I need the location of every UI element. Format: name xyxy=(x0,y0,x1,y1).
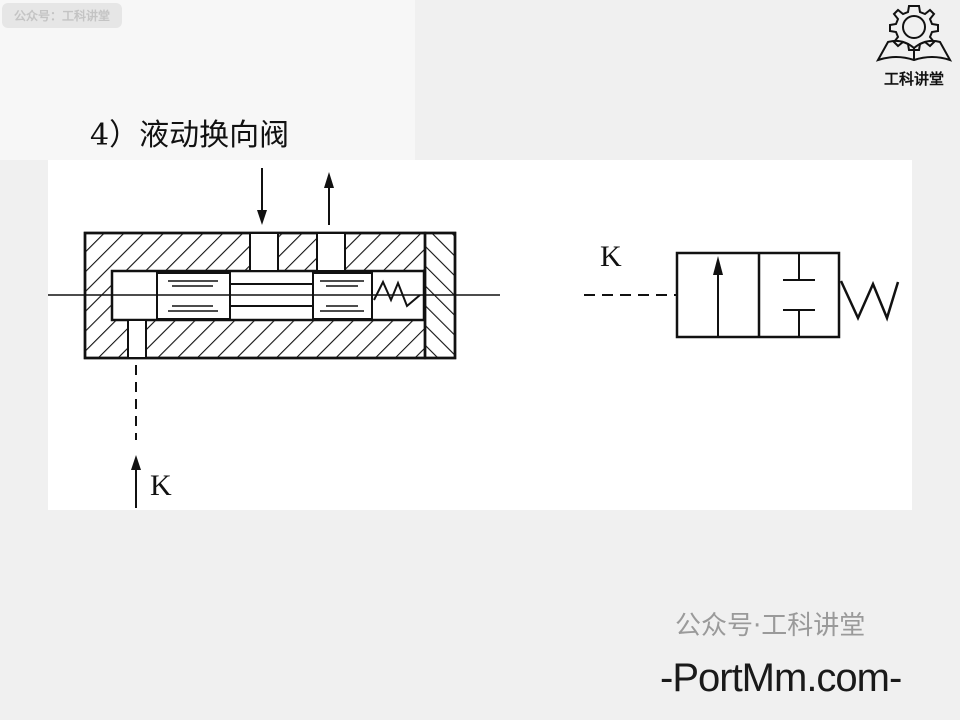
arrow-down-icon xyxy=(257,210,267,225)
watermark-badge: 公众号：工科讲堂 xyxy=(2,3,123,28)
spool-land-right xyxy=(312,272,373,320)
pilot-port xyxy=(127,319,147,359)
slide-title: 4）液动换向阀 xyxy=(90,118,290,153)
outlet-port xyxy=(316,232,346,272)
faint-watermark: 公众号·工科讲堂 xyxy=(675,611,866,641)
arrow-up-icon xyxy=(324,172,334,188)
logo: 工科讲堂 xyxy=(872,2,956,92)
valve-section xyxy=(48,168,500,508)
arrow-up-icon xyxy=(131,455,141,470)
inlet-port xyxy=(249,232,279,272)
logo-text: 工科讲堂 xyxy=(883,70,944,88)
spool-land-left xyxy=(156,272,231,320)
pilot-label-k: K xyxy=(150,469,172,502)
land-lines xyxy=(168,280,364,312)
valve-symbol xyxy=(584,251,900,339)
gear-book-icon xyxy=(875,5,953,62)
symbol-label-k: K xyxy=(600,240,622,273)
spring-symbol xyxy=(839,280,900,322)
footer-watermark: -PortMm.com- xyxy=(660,656,902,700)
flow-arrow-icon xyxy=(713,256,723,275)
spring xyxy=(373,279,421,308)
